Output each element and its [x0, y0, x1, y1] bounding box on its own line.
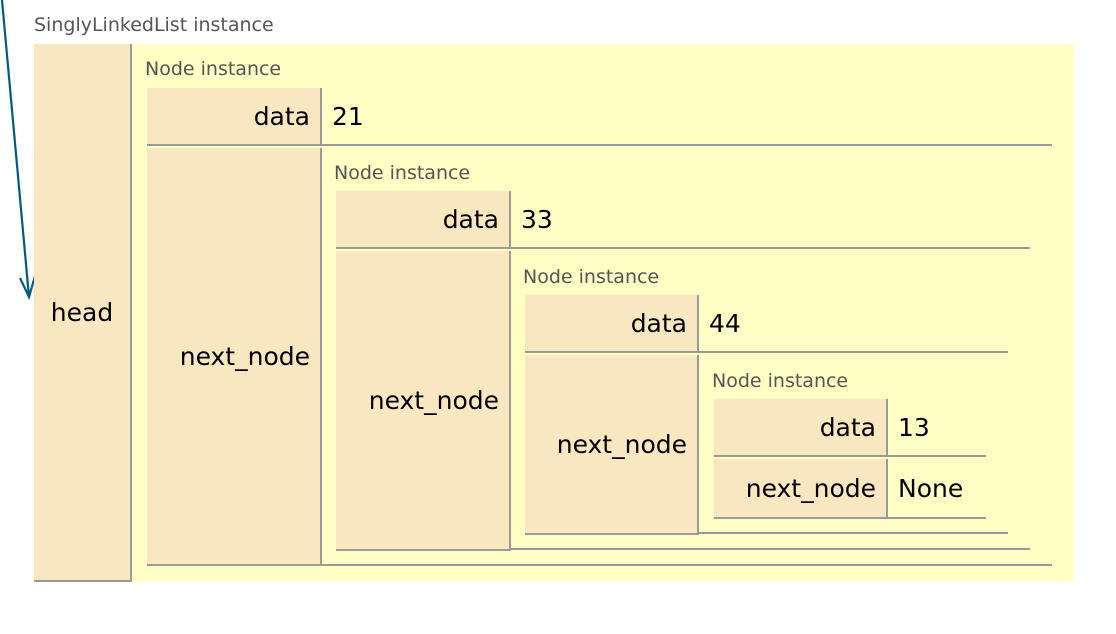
node-3-data-key: data [525, 295, 699, 353]
list-instance-title: SinglyLinkedList instance [34, 14, 274, 36]
node-2-title: Node instance [334, 162, 471, 184]
pointer-arrow [0, 0, 37, 301]
node-2-data-key: data [336, 191, 511, 249]
node-3-next-bottom-line [699, 532, 1008, 534]
node-2-data-value: 33 [511, 191, 1030, 249]
node-4-data-value: 13 [888, 399, 986, 457]
node-1-data-key: data [147, 88, 322, 146]
list-instance: head Node instance data 21 next_node Nod… [34, 44, 1074, 582]
node-1-next-key: next_node [147, 148, 322, 566]
node-3-next-key: next_node [525, 355, 699, 535]
node-4-title: Node instance [712, 370, 849, 392]
head-key: head [34, 44, 132, 582]
node-2-next-key: next_node [336, 251, 511, 551]
node-4-next-value: None [888, 459, 986, 519]
node-4-data-key: data [714, 399, 888, 457]
node-3-data-value: 44 [699, 295, 1008, 353]
node-1-title: Node instance [145, 58, 282, 80]
node-4-next-key: next_node [714, 459, 888, 519]
node-3-title: Node instance [523, 266, 660, 288]
node-2-next-bottom-line [511, 548, 1030, 550]
node-1-next-bottom-line [322, 564, 1052, 566]
node-1-data-value: 21 [322, 88, 1052, 146]
